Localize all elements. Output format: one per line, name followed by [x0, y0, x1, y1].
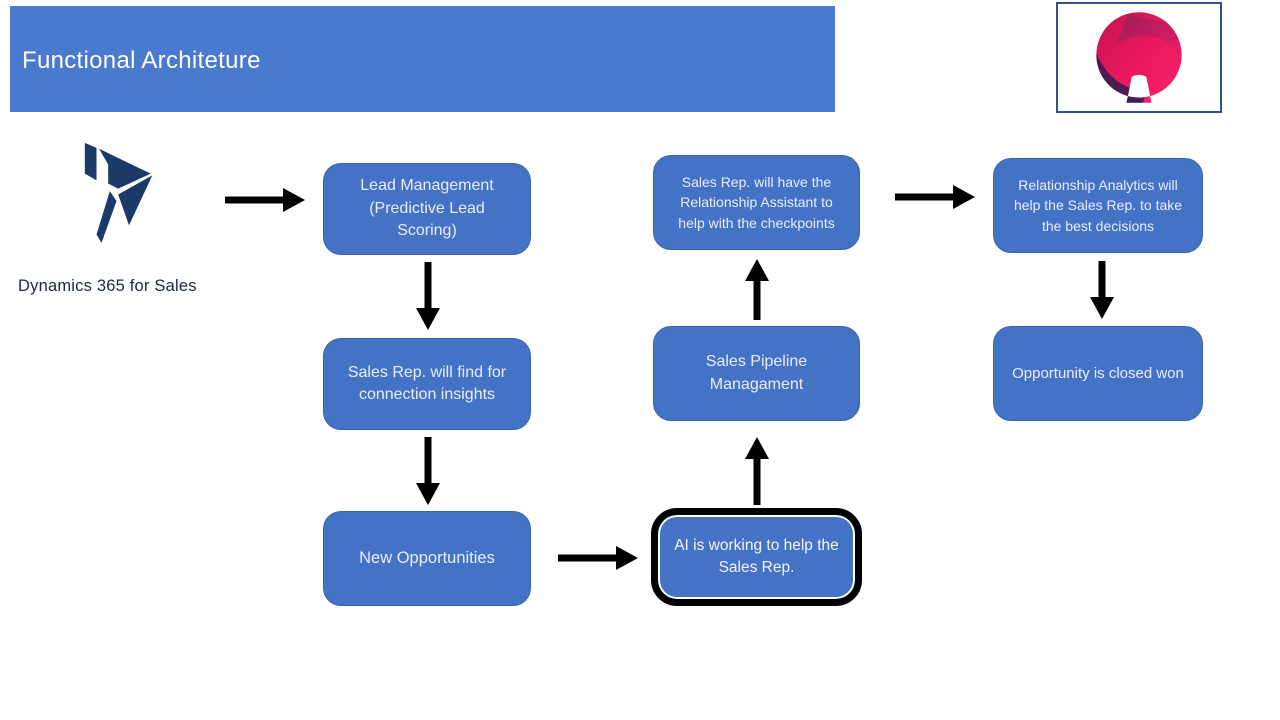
arrow-right-assistant-to-analytics [895, 185, 975, 209]
arrow-up-ai-to-pipeline [745, 437, 769, 505]
node-new-opportunities: New Opportunities [323, 511, 531, 606]
dynamics-ai-swirl-icon [1096, 11, 1182, 103]
node-label: AI is working to help the Sales Rep. [674, 537, 839, 576]
header-bar: Functional Architeture [10, 6, 835, 112]
arrow-down-analytics-to-won [1090, 261, 1114, 319]
arrow-down-lead-to-insights [416, 262, 440, 330]
node-label: Opportunity is closed won [1012, 365, 1184, 382]
node-sales-pipeline-management: Sales Pipeline Managament [653, 326, 860, 421]
arrow-right-opportunities-to-ai [558, 546, 638, 570]
node-label: Relationship Analytics will help the Sal… [1013, 177, 1183, 234]
node-ai-working: AI is working to help the Sales Rep. [651, 508, 862, 606]
node-label: Sales Pipeline Managament [705, 353, 808, 393]
node-opportunity-closed-won: Opportunity is closed won [993, 326, 1203, 421]
node-relationship-analytics: Relationship Analytics will help the Sal… [993, 158, 1203, 253]
page-title: Functional Architeture [22, 47, 261, 74]
arrow-down-insights-to-opportunities [416, 437, 440, 505]
node-relationship-assistant: Sales Rep. will have the Relationship As… [653, 155, 860, 250]
node-label: Lead Management (Predictive Lead Scoring… [360, 177, 494, 240]
node-lead-management: Lead Management (Predictive Lead Scoring… [323, 163, 531, 255]
dynamics-365-logo-icon [84, 142, 153, 243]
dynamics-365-caption: Dynamics 365 for Sales [18, 277, 197, 295]
node-label: Sales Rep. will find for connection insi… [347, 363, 507, 403]
arrow-up-pipeline-to-assistant [745, 259, 769, 320]
ai-logo-frame [1056, 2, 1222, 113]
node-label: Sales Rep. will have the Relationship As… [678, 174, 835, 231]
node-label: New Opportunities [359, 548, 495, 567]
arrow-right-dynamics-to-lead [225, 188, 305, 212]
node-connection-insights: Sales Rep. will find for connection insi… [323, 338, 531, 430]
